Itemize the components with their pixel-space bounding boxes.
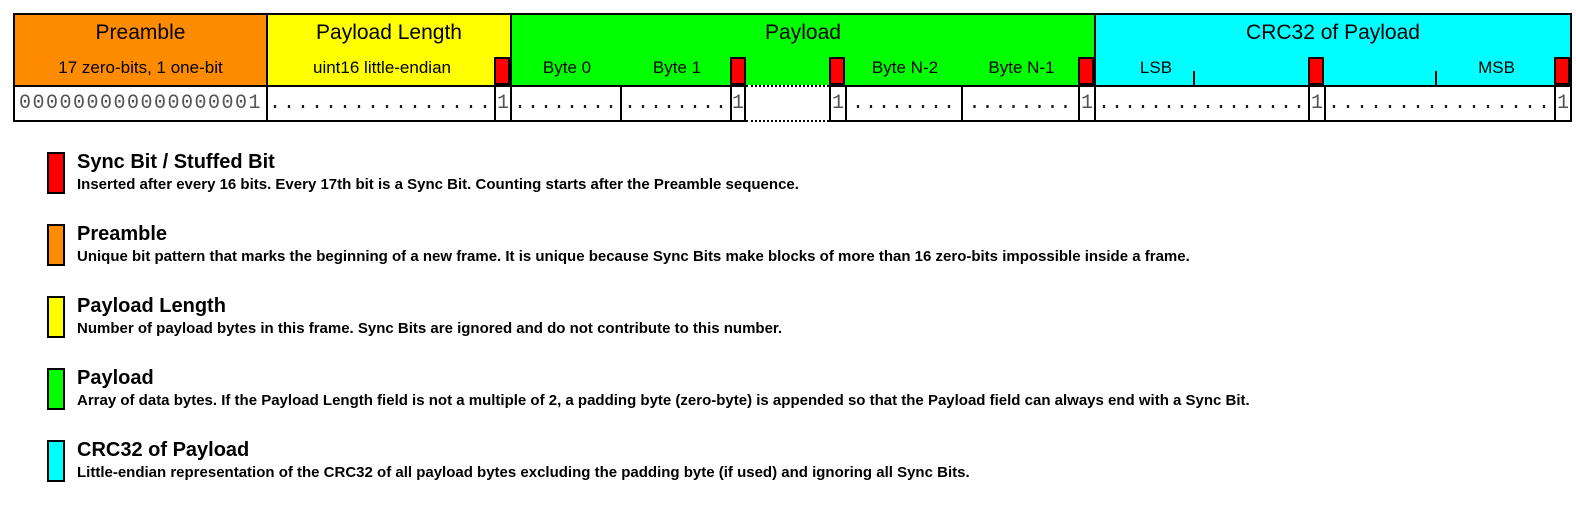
bit-cell-sync: 1	[829, 85, 845, 120]
legend-desc: Unique bit pattern that marks the beginn…	[77, 248, 1190, 265]
legend-desc: Number of payload bytes in this frame. S…	[77, 320, 783, 337]
bit-cell-payload-length: ................	[266, 85, 494, 120]
frame-diagram: Preamble 17 zero-bits, 1 one-bit Payload…	[13, 13, 1572, 122]
field-payload-length-title: Payload Length	[316, 21, 462, 44]
legend-title: Preamble	[77, 223, 168, 245]
legend-title: Sync Bit / Stuffed Bit	[77, 151, 275, 173]
legend-desc: Little-endian representation of the CRC3…	[77, 464, 970, 481]
sync-bit-marker	[1078, 57, 1094, 85]
bit-cell-sync: 1	[494, 85, 510, 120]
legend-desc: Array of data bytes. If the Payload Leng…	[77, 392, 1250, 409]
legend-item-preamble: Preamble Unique bit pattern that marks t…	[47, 222, 1547, 268]
bit-cell-ellipsis-gap	[746, 85, 829, 120]
field-preamble: Preamble 17 zero-bits, 1 one-bit	[15, 15, 266, 85]
payload-length-swatch	[47, 296, 65, 338]
field-payload-length: Payload Length uint16 little-endian	[266, 15, 510, 85]
bit-cell-byte-n1: ........	[961, 85, 1078, 120]
legend-title: CRC32 of Payload	[77, 439, 250, 461]
byte-1-label: Byte 1	[652, 58, 702, 77]
bit-cell-preamble: 000000000000000001	[15, 85, 266, 120]
msb-label: MSB	[1478, 58, 1515, 77]
byte-boundary-tick	[1193, 71, 1195, 85]
legend: Sync Bit / Stuffed Bit Inserted after ev…	[47, 150, 1547, 510]
lsb-label: LSB	[1139, 58, 1173, 77]
gap-dotted-top-line	[746, 85, 829, 87]
payload-swatch	[47, 368, 65, 410]
legend-title: Payload Length	[77, 295, 226, 317]
sync-bit-swatch	[47, 152, 65, 194]
bit-cell-sync: 1	[1308, 85, 1324, 120]
legend-item-payload-length: Payload Length Number of payload bytes i…	[47, 294, 1547, 340]
gap-dotted-bottom-line	[746, 120, 829, 122]
field-payload-length-subtitle: uint16 little-endian	[313, 58, 451, 77]
sync-bit-marker	[730, 57, 746, 85]
field-preamble-title: Preamble	[95, 21, 186, 44]
legend-item-sync-bit: Sync Bit / Stuffed Bit Inserted after ev…	[47, 150, 1547, 196]
byte-0-label: Byte 0	[542, 58, 592, 77]
byte-n2-label: Byte N-2	[871, 58, 939, 77]
frame-bottom-border	[829, 120, 1570, 122]
field-payload-title: Payload	[765, 21, 841, 44]
sync-bit-marker	[1308, 57, 1324, 85]
sync-bit-marker	[494, 57, 510, 85]
byte-n1-label: Byte N-1	[988, 58, 1055, 77]
legend-item-payload: Payload Array of data bytes. If the Payl…	[47, 366, 1547, 412]
sync-bit-marker	[829, 57, 845, 85]
field-crc32-title: CRC32 of Payload	[1246, 21, 1420, 44]
preamble-swatch	[47, 224, 65, 266]
crc32-swatch	[47, 440, 65, 482]
bit-cell-byte-0: ........	[510, 85, 620, 120]
bit-cell-byte-n2: ........	[845, 85, 961, 120]
byte-boundary-tick	[1435, 71, 1437, 85]
bit-cell-crc-high: ................	[1324, 85, 1554, 120]
bit-cell-sync: 1	[730, 85, 746, 120]
bit-cell-sync: 1	[1078, 85, 1094, 120]
bit-cell-byte-1: ........	[620, 85, 730, 120]
bit-cell-crc-low: ................	[1094, 85, 1308, 120]
legend-desc: Inserted after every 16 bits. Every 17th…	[77, 176, 799, 193]
field-payload: Payload Byte 0 Byte 1 Byte N-2 Byte N-1	[510, 15, 1094, 85]
sync-bit-marker	[1554, 57, 1570, 85]
legend-item-crc32: CRC32 of Payload Little-endian represent…	[47, 438, 1547, 484]
frame-bottom-border	[15, 120, 746, 122]
legend-title: Payload	[77, 367, 154, 389]
field-crc32: CRC32 of Payload LSB MSB	[1094, 15, 1570, 85]
field-preamble-subtitle: 17 zero-bits, 1 one-bit	[58, 58, 223, 77]
bit-cell-sync: 1	[1554, 85, 1570, 120]
